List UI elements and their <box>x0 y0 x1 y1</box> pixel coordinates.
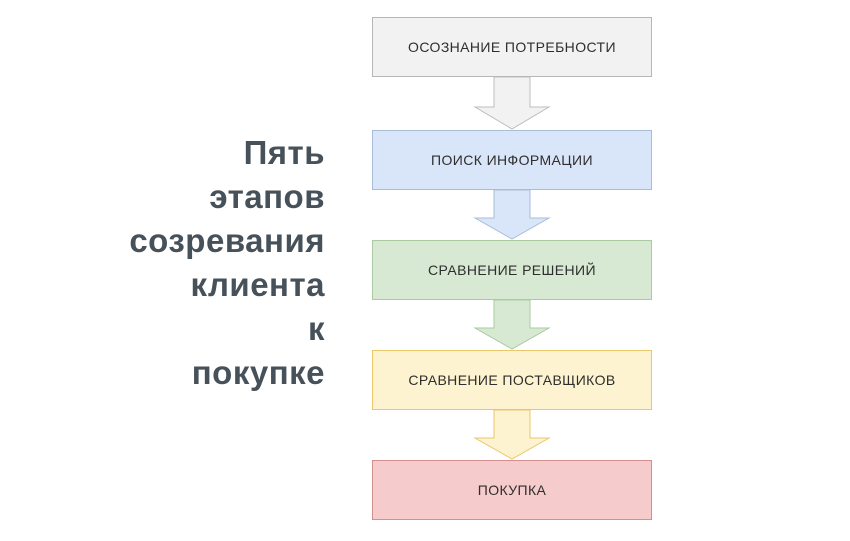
stage-label: ПОКУПКА <box>477 482 547 498</box>
stage-label: ПОИСК ИНФОРМАЦИИ <box>431 152 593 168</box>
stage-label: ОСОЗНАНИЕ ПОТРЕБНОСТИ <box>408 39 616 55</box>
stage-label: СРАВНЕНИЕ РЕШЕНИЙ <box>428 262 596 278</box>
diagram-title: Пять этапов созревания клиента к покупке <box>129 134 325 391</box>
stage-box-supplier-comparison: СРАВНЕНИЕ ПОСТАВЩИКОВ <box>372 350 652 410</box>
down-arrow-icon <box>473 77 551 130</box>
stage-box-purchase: ПОКУПКА <box>372 460 652 520</box>
stage-box-need-recognition: ОСОЗНАНИЕ ПОТРЕБНОСТИ <box>372 17 652 77</box>
stage-box-solution-comparison: СРАВНЕНИЕ РЕШЕНИЙ <box>372 240 652 300</box>
stage-box-information-search: ПОИСК ИНФОРМАЦИИ <box>372 130 652 190</box>
down-arrow-icon <box>473 190 551 240</box>
down-arrow-icon <box>473 300 551 350</box>
down-arrow-icon <box>473 410 551 460</box>
stage-label: СРАВНЕНИЕ ПОСТАВЩИКОВ <box>408 372 616 388</box>
